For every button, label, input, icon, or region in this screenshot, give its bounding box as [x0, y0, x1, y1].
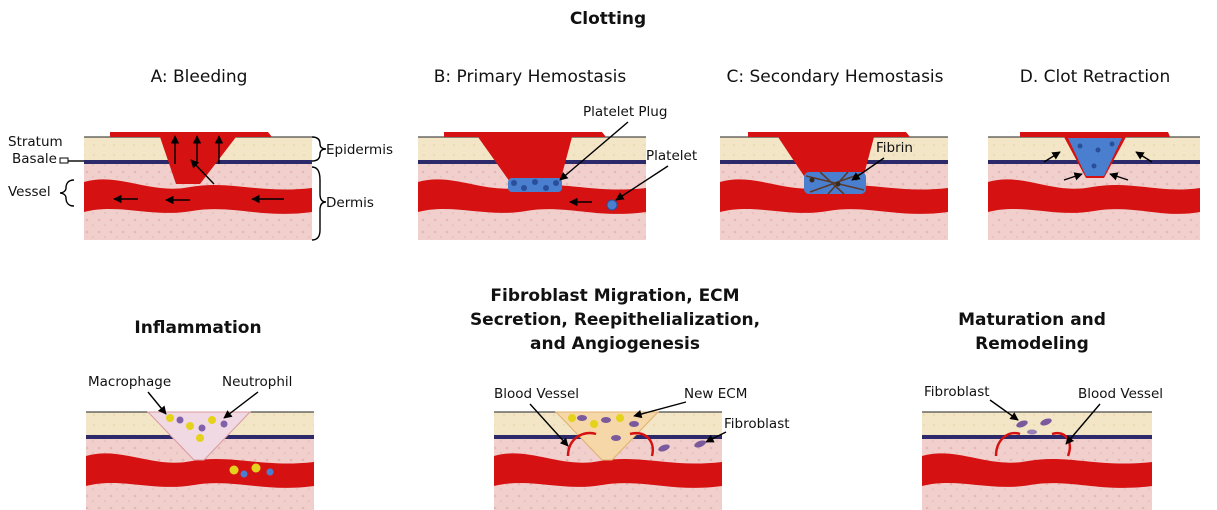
platelet-label: Platelet [646, 148, 697, 164]
platelet-plug [508, 178, 562, 192]
vessel-label: Vessel [8, 184, 51, 200]
maturation-title-line-2: Remodeling [975, 334, 1089, 354]
panel-inflammation: Inflammation Macrophage Neutrophil [86, 318, 314, 510]
maturation-title-line-1: Maturation and [958, 310, 1106, 330]
fibroblast-title-line-1: Fibroblast Migration, ECM [490, 286, 739, 306]
fibroblast-label: Fibroblast [724, 416, 790, 432]
panel-b-title: B: Primary Hemostasis [434, 67, 627, 87]
fibroblast-label: Fibroblast [924, 384, 990, 400]
platelet-plug-label: Platelet Plug [583, 104, 667, 120]
panel-fibroblast-migration: Fibroblast Migration, ECM Secretion, Ree… [470, 286, 790, 510]
panel-b-primary-hemostasis: B: Primary Hemostasis Platelet Plug Plat… [418, 67, 697, 240]
panel-d-clot-retraction: D. Clot Retraction [988, 67, 1200, 240]
stratum-label: Stratum [8, 134, 63, 150]
panel-a-bleeding: A: Bleeding Stratum Basale Vessel Ep [8, 67, 393, 240]
dermis-brace [312, 167, 326, 240]
fibrin-label: Fibrin [876, 140, 913, 156]
neutrophil-label: Neutrophil [222, 374, 292, 390]
basale-label: Basale [12, 151, 57, 167]
new-ecm-label: New ECM [684, 386, 747, 402]
panel-c-secondary-hemostasis: C: Secondary Hemostasis Fibrin [720, 67, 948, 240]
inflammation-title: Inflammation [134, 318, 261, 338]
macrophage-label: Macrophage [88, 374, 171, 390]
epidermis-brace [312, 137, 326, 161]
blood-vessel-label: Blood Vessel [1078, 386, 1163, 402]
panel-d-title: D. Clot Retraction [1020, 67, 1170, 87]
platelet [607, 200, 617, 210]
fibroblast-title-line-3: and Angiogenesis [530, 334, 700, 354]
fibrin-mesh [804, 172, 866, 194]
dermis-label: Dermis [326, 195, 374, 211]
panel-a-title: A: Bleeding [151, 67, 248, 87]
main-title: Clotting [570, 9, 646, 29]
panel-c-title: C: Secondary Hemostasis [726, 67, 943, 87]
epidermis-label: Epidermis [326, 142, 393, 158]
panel-maturation-remodeling: Maturation and Remodeling Fibroblast Blo… [922, 310, 1163, 510]
blood-vessel-label: Blood Vessel [494, 386, 579, 402]
fibroblast-title-line-2: Secretion, Reepithelialization, [470, 310, 760, 330]
